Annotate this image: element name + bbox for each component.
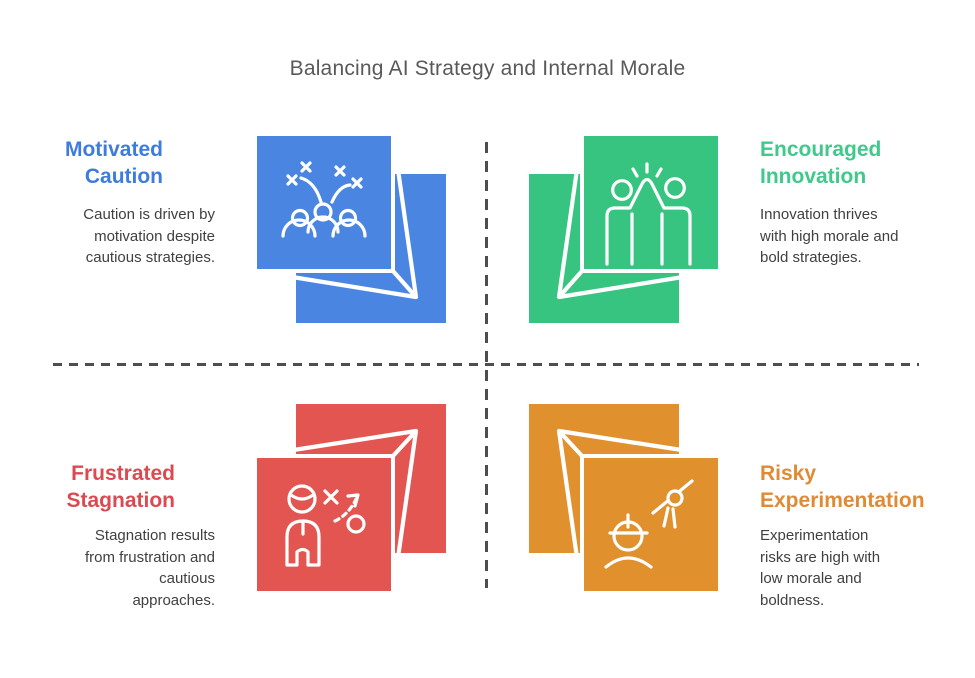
high-five-icon xyxy=(529,131,723,323)
quadrant-description-frustrated-stagnation: Stagnation results from frustration and … xyxy=(84,527,215,609)
high-five-glyph xyxy=(605,162,692,266)
cube-front-face xyxy=(580,454,722,595)
cube-edge-lines xyxy=(252,428,419,596)
quadrant-heading-motivated-caution: Motivated Caution xyxy=(64,138,163,188)
celebrating-team-glyph xyxy=(281,161,367,238)
quadrant-description-motivated-caution: Caution is driven by motivation despite … xyxy=(83,206,215,266)
cube-front-face xyxy=(253,454,395,595)
cube-front-face xyxy=(580,132,722,273)
strategy-person-glyph xyxy=(285,484,366,567)
cube-edge-lines xyxy=(252,131,419,300)
quadrant-heading-frustrated-stagnation: Frustrated Stagnation xyxy=(66,462,176,512)
quadrant-heading-risky-experimentation: Risky Experimentation xyxy=(760,462,925,512)
quadrant-description-encouraged-innovation: Innovation thrives with high morale and … xyxy=(760,206,899,266)
strategy-icon xyxy=(252,404,446,596)
quadrant-description-risky-experimentation: Experimentation risks are high with low … xyxy=(760,527,881,609)
cube-edge-lines xyxy=(556,428,723,596)
quadrant-heading-encouraged-innovation: Encouraged Innovation xyxy=(760,138,882,188)
celebration-icon xyxy=(252,131,446,323)
page-title: Balancing AI Strategy and Internal Moral… xyxy=(289,57,686,80)
experiment-icon xyxy=(529,404,723,596)
risky-person-glyph xyxy=(604,479,694,569)
cube-edge-lines xyxy=(556,131,723,300)
vertical-divider-dashed xyxy=(485,142,488,588)
